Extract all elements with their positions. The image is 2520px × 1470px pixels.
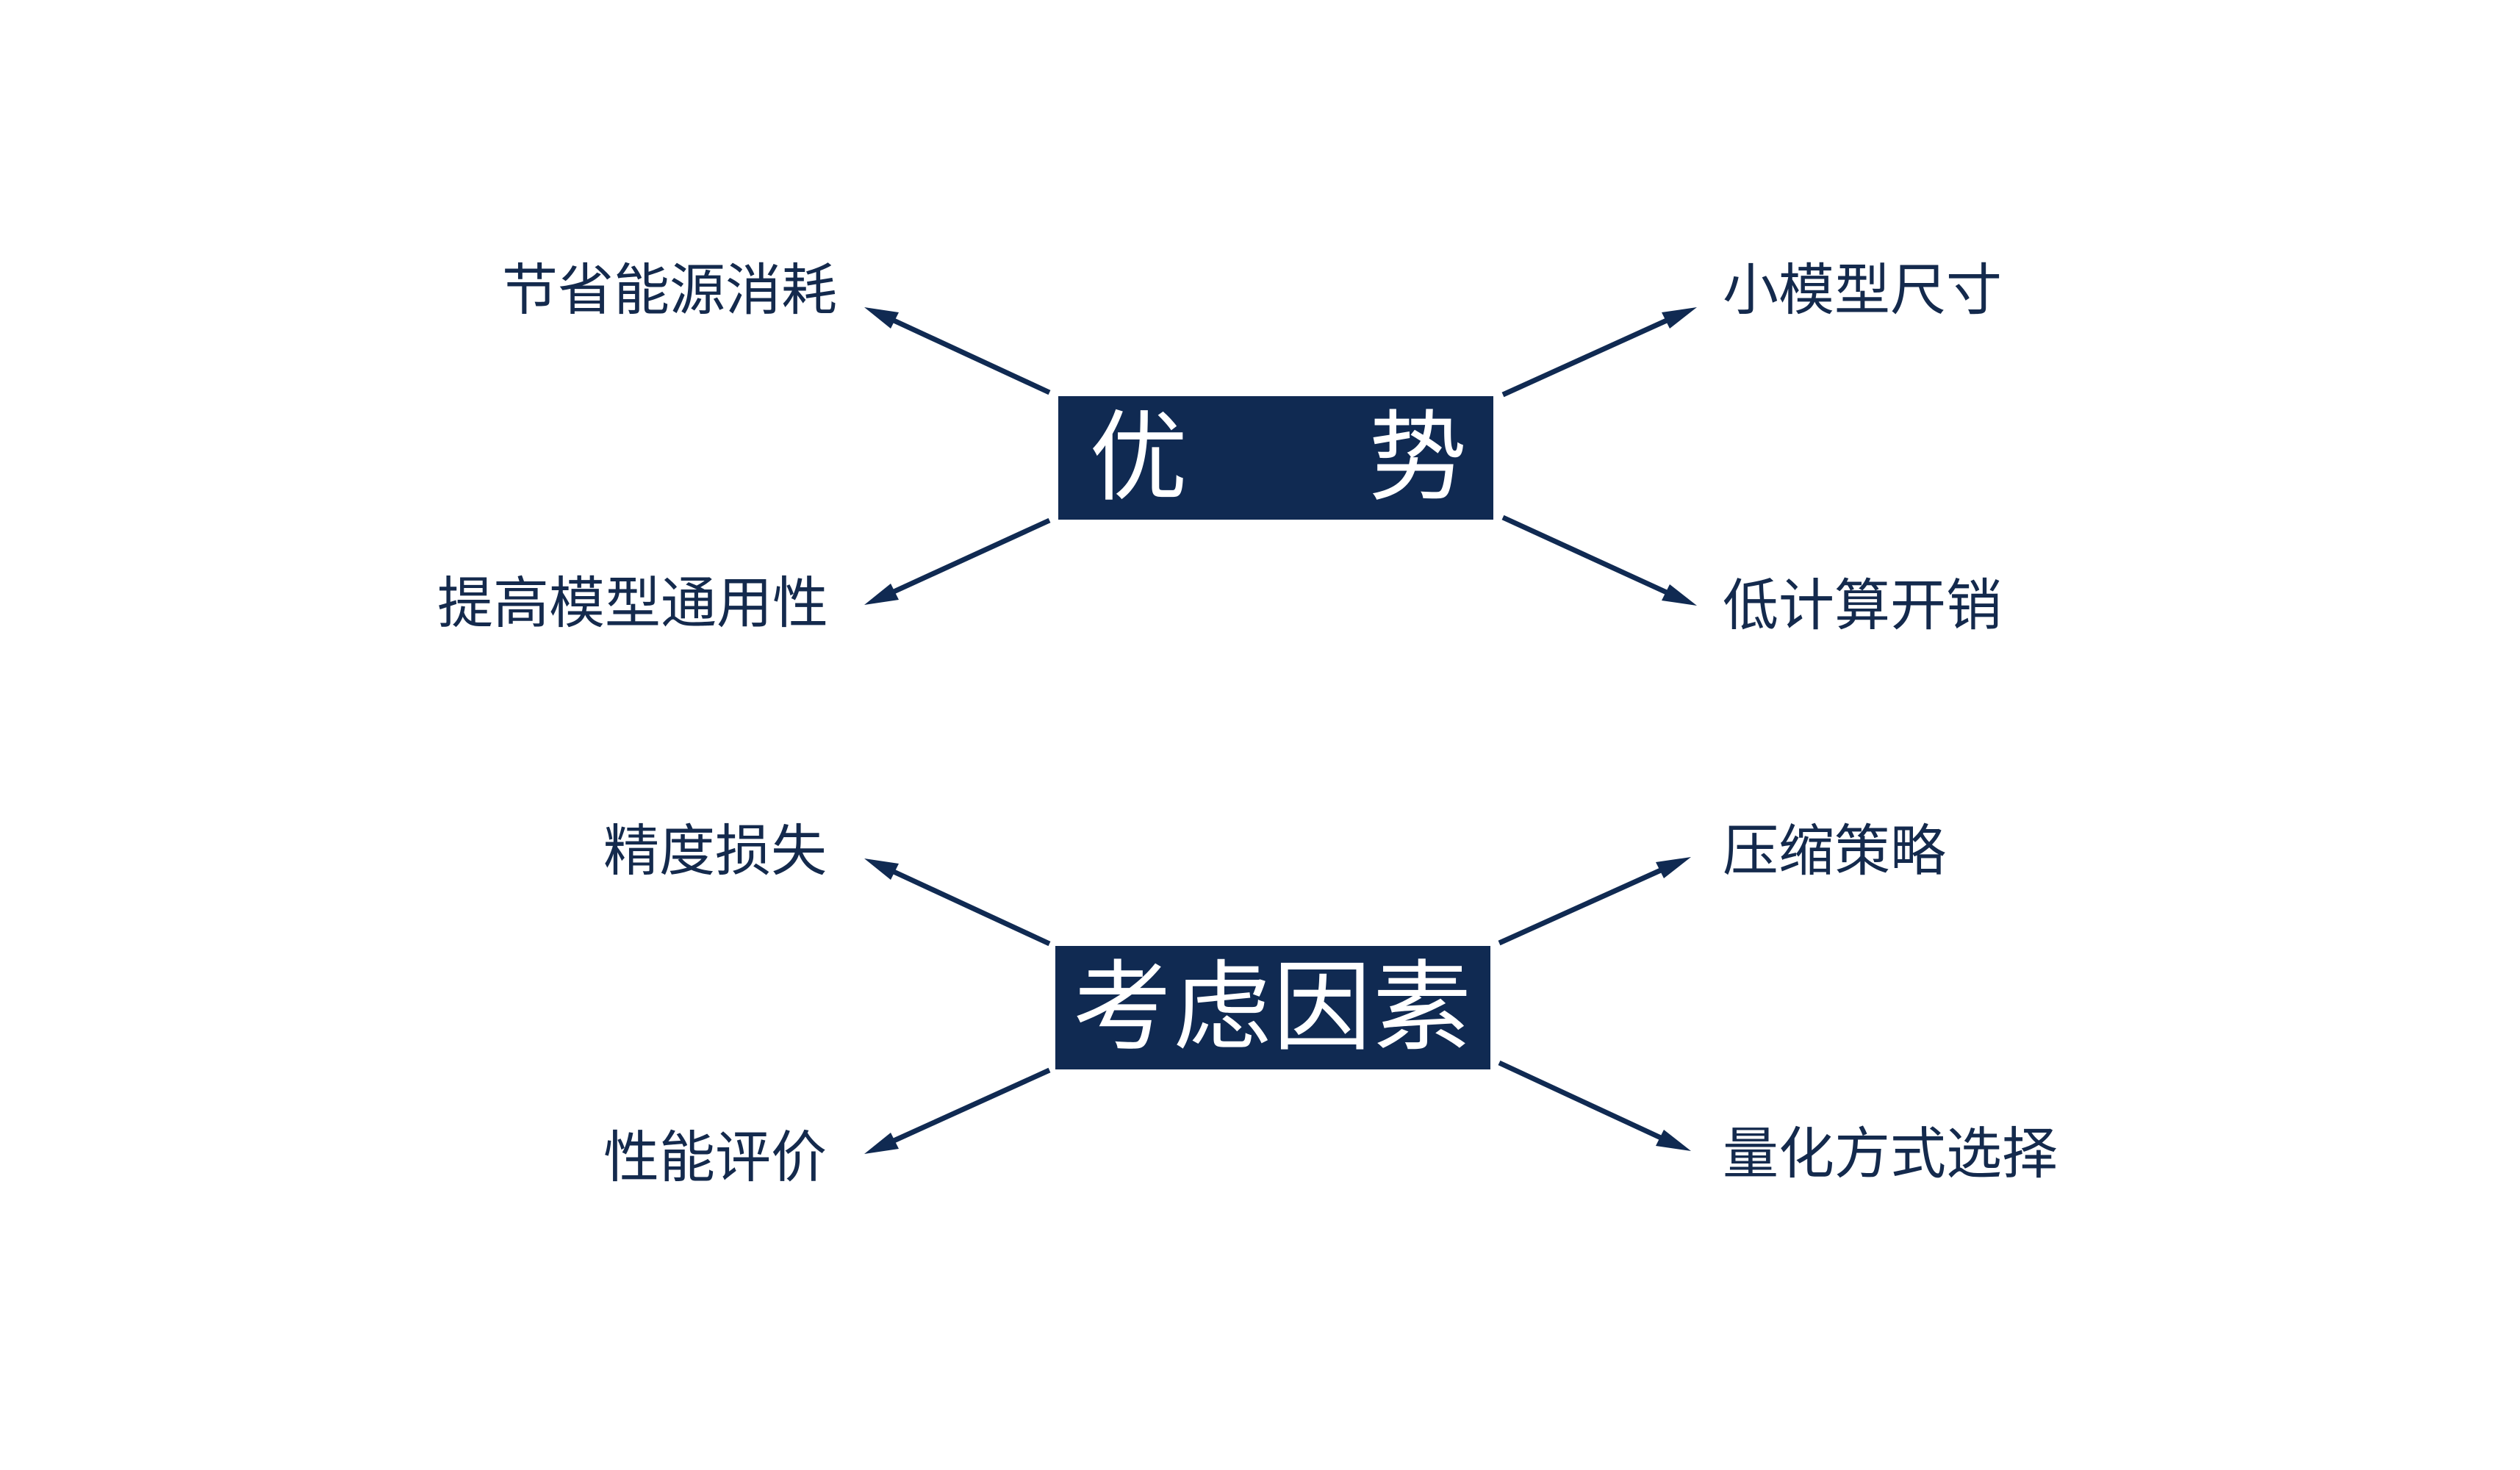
factors-title: 考虑因素	[1072, 950, 1473, 1065]
advantages-hub: 优 势	[1058, 396, 1493, 520]
advantage-label-top-left: 节省能源消耗	[502, 257, 837, 323]
arrow-to-top-right-advantage	[1501, 307, 1697, 398]
advantage-label-top-right: 小模型尺寸	[1723, 257, 2002, 323]
advantages-title-char-2: 势	[1368, 401, 1467, 515]
factor-label-top-left: 精度损失	[603, 818, 827, 883]
advantage-label-bottom-left: 提高模型通用性	[437, 570, 828, 636]
factors-hub-box	[1055, 946, 1490, 1069]
factors-hub-shape	[1055, 946, 1490, 1069]
advantages-hub-box	[1058, 396, 1493, 520]
arrow-to-bottom-right-factor	[1498, 1060, 1691, 1151]
advantages-hub-shape	[1058, 396, 1493, 520]
advantages-title-char-1: 优	[1089, 401, 1188, 515]
factor-label-bottom-left: 性能评价	[603, 1125, 827, 1190]
arrow-to-bottom-right-advantage	[1501, 514, 1697, 606]
advantage-label-bottom-right: 低计算开销	[1723, 573, 2002, 638]
arrow-to-top-left-factor	[864, 858, 1051, 947]
arrow-to-top-right-factor	[1498, 857, 1691, 946]
factor-label-top-right: 压缩策略	[1723, 818, 1946, 883]
factors-hub: 考虑因素	[1055, 946, 1490, 1069]
arrow-to-top-left-advantage	[864, 307, 1051, 395]
factor-label-bottom-right: 量化方式选择	[1723, 1121, 2058, 1186]
arrow-to-bottom-left-factor	[864, 1067, 1051, 1154]
arrow-to-bottom-left-advantage	[864, 517, 1051, 605]
